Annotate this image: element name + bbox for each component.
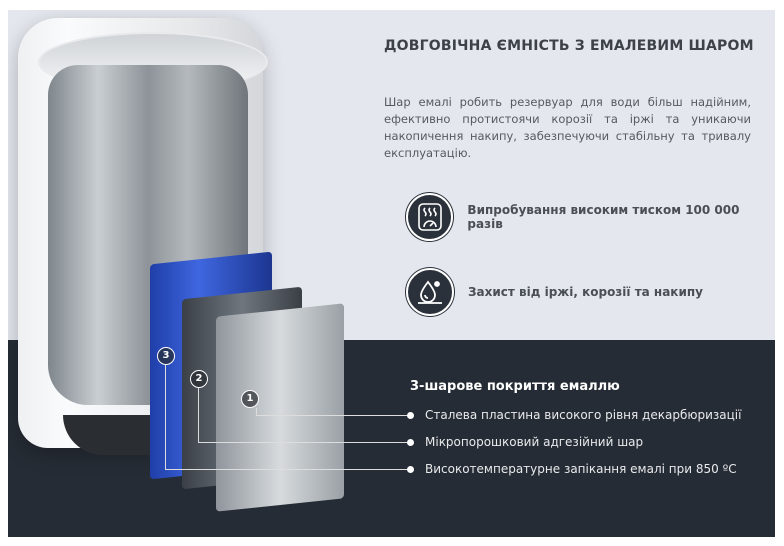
heading: ДОВГОВІЧНА ЄМНІСТЬ З ЕМАЛЕВИМ ШАРОМ [384, 38, 754, 54]
layer-badge-2: 2 [190, 370, 208, 388]
bullet-dot [407, 412, 414, 419]
callout-line-2 [198, 388, 408, 443]
layer-badge-3: 3 [157, 347, 175, 365]
description: Шар емалі робить резервуар для води біль… [384, 95, 751, 160]
layer-item-1: Сталева пластина високого рівня декарбюр… [425, 408, 742, 422]
infographic: 1 2 3 ДОВГОВІЧНА ЄМНІСТЬ З ЕМАЛЕВИМ ШАРО… [8, 10, 775, 537]
feature-label: Захист від іржі, корозії та накипу [468, 285, 703, 299]
water-drop-icon [406, 268, 454, 316]
layer-badge-1: 1 [241, 390, 259, 408]
bullet-dot [407, 439, 414, 446]
layers-title: 3-шарове покриття емаллю [410, 379, 620, 394]
pressure-gauge-icon [406, 193, 454, 241]
layer-item-2: Мікропорошковий адгезійний шар [425, 435, 644, 449]
feature-protection: Захист від іржі, корозії та накипу [406, 268, 703, 316]
callout-line-3 [165, 365, 408, 470]
layer-item-3: Високотемпературне запікання емалі при 8… [425, 462, 737, 476]
feature-pressure: Випробування високим тиском 100 000 разі… [406, 193, 775, 241]
feature-label: Випробування високим тиском 100 000 разі… [467, 203, 740, 231]
bullet-dot [407, 466, 414, 473]
callout-line-1 [256, 408, 408, 416]
